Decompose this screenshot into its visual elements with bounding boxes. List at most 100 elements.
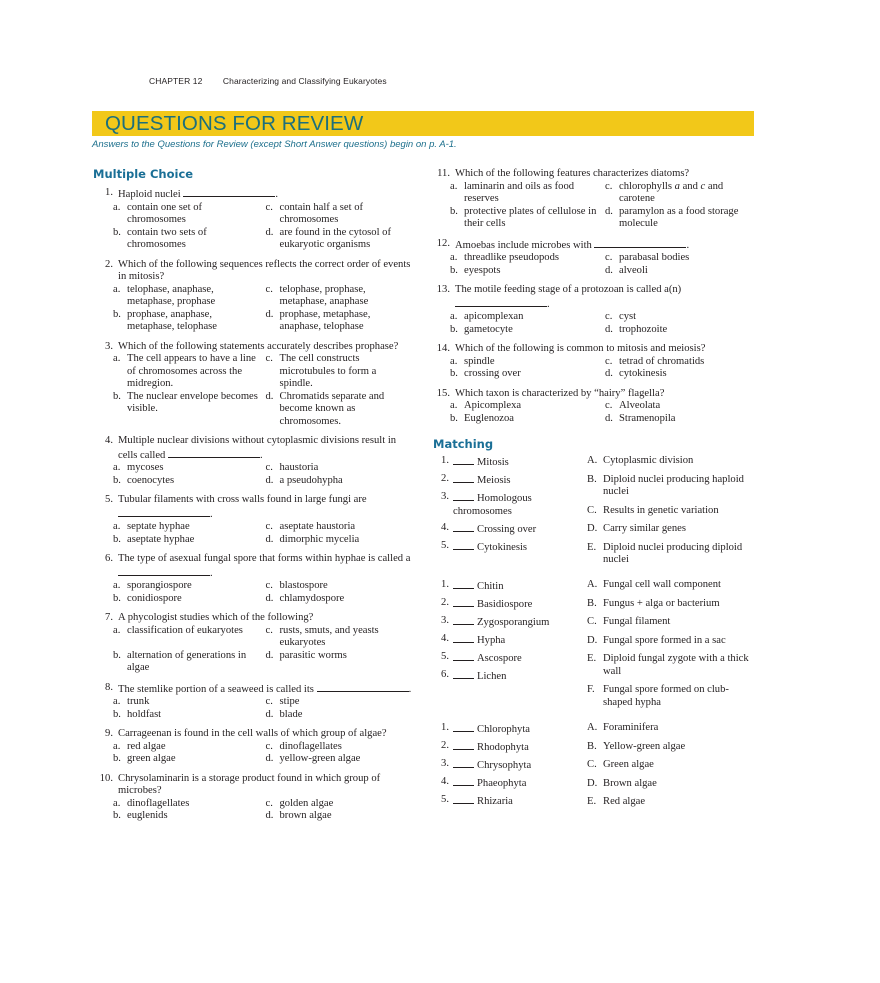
option-c[interactable]: c.blastospore (266, 580, 419, 593)
definition-letter: B. (587, 597, 597, 609)
answer-blank (118, 566, 210, 576)
term-number: 2. (441, 740, 449, 751)
option-a[interactable]: a.dinoflagellates (113, 798, 266, 811)
definition-letter: C. (587, 759, 597, 770)
option-b[interactable]: b.contain two sets of chromosomes (113, 227, 266, 252)
option-a[interactable]: a.laminarin and oils as food reserves (450, 181, 605, 206)
match-answer-blank[interactable] (453, 597, 474, 607)
option-d[interactable]: d.chlamydospore (266, 593, 419, 606)
option-c[interactable]: c.golden algae (266, 798, 419, 811)
match-answer-blank[interactable] (453, 722, 474, 732)
match-definition: B.Yellow-green algae (587, 741, 757, 754)
option-a[interactable]: a.sporangiospore (113, 580, 266, 593)
option-d[interactable]: d.paramylon as a food storage molecule (605, 206, 760, 231)
match-answer-blank[interactable] (453, 491, 474, 501)
option-c[interactable]: c.rusts, smuts, and yeasts eukaryotes (266, 625, 419, 650)
option-b[interactable]: b.aseptate hyphae (113, 534, 266, 547)
option-a[interactable]: a.classification of eukaryotes (113, 625, 266, 650)
answer-options: a.telophase, anaphase, metaphase, propha… (93, 284, 418, 334)
option-b[interactable]: b.holdfast (113, 709, 266, 722)
option-d[interactable]: d.dimorphic mycelia (266, 534, 419, 547)
option-b[interactable]: b.alternation of generations in algae (113, 650, 266, 675)
option-c[interactable]: c.dinoflagellates (266, 741, 419, 754)
option-b[interactable]: b.eyespots (450, 265, 605, 278)
option-d[interactable]: d.parasitic worms (266, 650, 419, 675)
option-c[interactable]: c.contain half a set of chromosomes (266, 202, 419, 227)
option-d[interactable]: d.are found in the cytosol of eukaryotic… (266, 227, 419, 252)
option-b[interactable]: b.The nuclear envelope becomes visible. (113, 391, 266, 429)
option-text: holdfast (127, 708, 162, 720)
option-c[interactable]: c.haustoria (266, 462, 419, 475)
option-letter: a. (450, 355, 458, 367)
option-b[interactable]: b.crossing over (450, 368, 605, 381)
option-a[interactable]: a.telophase, anaphase, metaphase, propha… (113, 284, 266, 309)
match-answer-blank[interactable] (453, 473, 474, 483)
option-d[interactable]: d.brown algae (266, 810, 419, 823)
option-letter: b. (450, 412, 458, 424)
term-body: Chitin (453, 579, 593, 594)
question-4: 4.Multiple nuclear divisions without cyt… (93, 435, 418, 487)
option-a[interactable]: a.spindle (450, 356, 605, 369)
question-stem-end: . (210, 567, 213, 579)
option-a[interactable]: a.red algae (113, 741, 266, 754)
option-a[interactable]: a.septate hyphae (113, 521, 266, 534)
option-a[interactable]: a.mycoses (113, 462, 266, 475)
option-text: tetrad of chromatids (619, 355, 705, 367)
option-a[interactable]: a.apicomplexan (450, 311, 605, 324)
option-a[interactable]: a.trunk (113, 696, 266, 709)
option-b[interactable]: b.prophase, anaphase, metaphase, telopha… (113, 309, 266, 334)
option-c[interactable]: c.chlorophylls a and c and carotene (605, 181, 760, 206)
option-c[interactable]: c.Alveolata (605, 400, 760, 413)
match-answer-blank[interactable] (453, 455, 474, 465)
option-b[interactable]: b.gametocyte (450, 324, 605, 337)
option-d[interactable]: d.trophozoite (605, 324, 760, 337)
match-term: 4.Hypha (433, 633, 593, 648)
option-a[interactable]: a.Apicomplexa (450, 400, 605, 413)
option-c[interactable]: c.stipe (266, 696, 419, 709)
option-a[interactable]: a.contain one set of chromosomes (113, 202, 266, 227)
option-d[interactable]: d.prophase, metaphase, anaphase, telopha… (266, 309, 419, 334)
match-answer-blank[interactable] (453, 540, 474, 550)
match-answer-blank[interactable] (453, 615, 474, 625)
option-b[interactable]: b.conidiospore (113, 593, 266, 606)
match-answer-blank[interactable] (453, 522, 474, 532)
option-c[interactable]: c.cyst (605, 311, 760, 324)
option-a[interactable]: a.threadlike pseudopods (450, 252, 605, 265)
option-b[interactable]: b.coenocytes (113, 475, 266, 488)
match-answer-blank[interactable] (453, 794, 474, 804)
option-text-part: and carotene (619, 180, 724, 205)
question-5: 5.Tubular filaments with cross walls fou… (93, 494, 418, 546)
option-d[interactable]: d.Chromatids separate and become known a… (266, 391, 419, 429)
option-a[interactable]: a.The cell appears to have a line of chr… (113, 353, 266, 391)
option-b[interactable]: b.protective plates of cellulose in thei… (450, 206, 605, 231)
option-d[interactable]: d.cytokinesis (605, 368, 760, 381)
match-answer-blank[interactable] (453, 579, 474, 589)
option-d[interactable]: d.blade (266, 709, 419, 722)
option-c[interactable]: c.The cell constructs microtubules to fo… (266, 353, 419, 391)
option-c[interactable]: c.aseptate haustoria (266, 521, 419, 534)
question-stem-text: Haploid nuclei (118, 189, 181, 200)
match-answer-blank[interactable] (453, 633, 474, 643)
option-b[interactable]: b.green algae (113, 753, 266, 766)
match-answer-blank[interactable] (453, 669, 474, 679)
option-d[interactable]: d.Stramenopila (605, 413, 760, 426)
option-c[interactable]: c.parabasal bodies (605, 252, 760, 265)
term-number: 4. (441, 776, 449, 787)
term-text: Cytokinesis (477, 541, 528, 553)
option-d[interactable]: d.yellow-green algae (266, 753, 419, 766)
match-answer-blank[interactable] (453, 651, 474, 661)
question-stem-end: . (260, 449, 263, 461)
option-d[interactable]: d.alveoli (605, 265, 760, 278)
option-c[interactable]: c.telophase, prophase, metaphase, anapha… (266, 284, 419, 309)
option-c[interactable]: c.tetrad of chromatids (605, 356, 760, 369)
option-b[interactable]: b.euglenids (113, 810, 266, 823)
match-answer-blank[interactable] (453, 776, 474, 786)
option-d[interactable]: d.a pseudohypha (266, 475, 419, 488)
question-stem-end: . (686, 239, 690, 251)
term-number: 5. (441, 794, 449, 805)
match-answer-blank[interactable] (453, 758, 474, 768)
match-answer-blank[interactable] (453, 740, 474, 750)
option-text: Apicomplexa (464, 400, 522, 411)
option-b[interactable]: b.Euglenozoa (450, 413, 605, 426)
